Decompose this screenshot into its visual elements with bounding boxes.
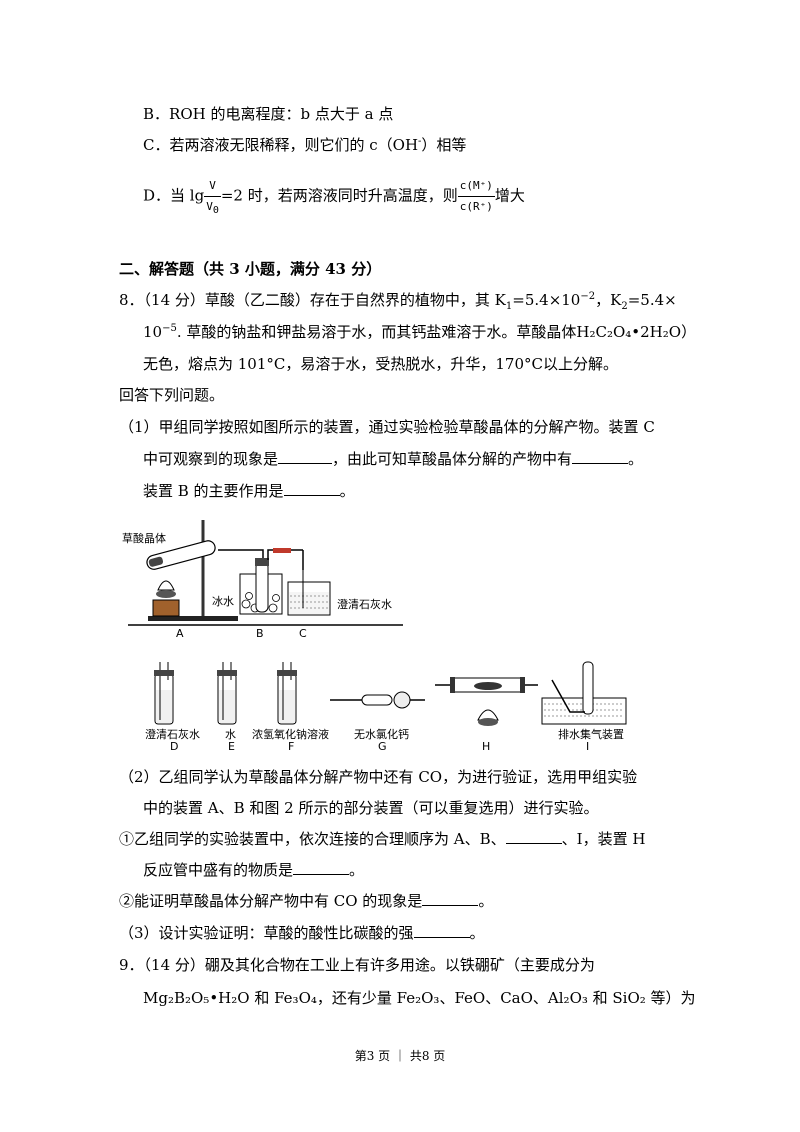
q8-line-3: 无色，熔点为 101°C，易溶于水，受热脱水，升华，170°C以上分解。 [143,355,618,373]
blank-connection-order[interactable] [505,829,562,844]
q8-l1-mid2: ，K [595,291,622,309]
blank-b-role[interactable] [283,481,340,496]
p3-a: （3）设计实验证明：草酸的酸性比碳酸的强 [119,924,414,942]
drying-tube-g [330,691,425,709]
option-c: C．若两溶液无限稀释，则它们的 c（OH-）相等 [143,135,466,155]
gas-collection-i [541,661,627,725]
k2-sub: 2 [621,301,628,312]
label-h: H [482,740,491,753]
q8-l2-mid: . 草酸的钠盐和钾盐易溶于水，而其钙盐难溶于水。草酸晶体 [176,323,577,341]
q8-l1-mid: =5.4×10 [512,291,581,309]
p2a-l1b: 、I，装置 H [561,830,646,848]
q9-line-1: 9．（14 分）硼及其化合物在工业上有许多用途。以铁硼矿（主要成分为 [119,956,595,974]
p2a-l2b: 。 [349,861,365,879]
q8-part2a-line2: 反应管中盛有的物质是 。 [143,860,364,880]
blank-h-substance[interactable] [293,860,350,875]
label-b: B [256,627,264,640]
figure-apparatus-di [154,661,627,726]
option-c-text: C．若两溶液无限稀释，则它们的 c（OH [143,136,419,154]
label-limewater-d: 澄清石灰水 [145,728,200,741]
figure-apparatus-abc [128,520,403,626]
fraction-cm-cr: c(M⁺) c(R⁺) [457,176,495,217]
label-cacl2-g: 无水氯化钙 [354,728,409,741]
q8-line-1: 8．（14 分）草酸（乙二酸）存在于自然界的植物中，其 K1=5.4×10−2，… [119,290,677,312]
option-b: B．ROH 的电离程度：b 点大于 a 点 [143,105,394,123]
frac-den: V0 [204,197,221,217]
bottle-d [154,662,174,725]
q8-part1-line2: 中可观察到的现象是 ，由此可知草酸晶体分解的产物中有 。 [143,449,643,469]
label-a: A [176,627,184,640]
label-limewater-c: 澄清石灰水 [337,598,392,611]
label-naoh-f: 浓氢氧化钠溶液 [252,728,329,741]
label-f: F [288,740,295,753]
q9-line-2: Mg₂B₂O₅•H₂O 和 Fe₃O₄，还有少量 Fe₂O₃、FeO、CaO、A… [143,989,696,1007]
q8-part3: （3）设计实验证明：草酸的酸性比碳酸的强 。 [119,923,485,943]
k2-exp: −5 [162,323,177,334]
label-water-e: 水 [225,728,236,741]
option-d-mid: =2 时，若两溶液同时升高温度，则 [220,186,458,205]
option-d-post: 增大 [494,186,525,205]
q8-l2-pre: 10 [143,323,163,341]
label-d: D [170,740,179,753]
p2a-l2a: 反应管中盛有的物质是 [143,861,294,879]
label-c: C [299,627,307,640]
frac2-num: c(M⁺) [457,176,495,197]
bottle-e [217,662,237,725]
q8-part2-line2: 中的装置 A、B 和图 2 所示的部分装置（可以重复选用）进行实验。 [143,799,599,817]
label-g: G [378,740,387,753]
k1-sub: 1 [505,301,513,312]
reaction-tube-h [435,677,538,726]
bottle-f [277,662,297,725]
p1-l3b: 。 [339,482,355,500]
p1-l3a: 装置 B 的主要作用是 [143,482,284,500]
blank-acid-experiment[interactable] [413,923,470,938]
q8-l2-end: ） [681,323,697,341]
p2b-b: 。 [478,892,494,910]
frac-den-v: V [206,200,213,213]
label-oxalic-crystal: 草酸晶体 [122,532,166,545]
q8-line-2: 10−5. 草酸的钠盐和钾盐易溶于水，而其钙盐难溶于水。草酸晶体H₂C₂O₄•2… [143,322,696,342]
q8-part1-line1: （1）甲组同学按照如图所示的装置，通过实验检验草酸晶体的分解产物。装置 C [119,418,655,436]
label-e: E [228,740,235,753]
blank-c-phenomenon[interactable] [278,449,333,464]
label-i: I [586,740,590,753]
option-c-sup: - [418,136,422,147]
label-ice-water: 冰水 [212,595,234,608]
p1-l2b: ，由此可知草酸晶体分解的产物中有 [332,450,573,468]
p2b-a: ②能证明草酸晶体分解产物中有 CO 的现象是 [119,892,423,910]
q8-line-4: 回答下列问题。 [119,386,225,404]
blank-co-evidence[interactable] [422,891,479,906]
blank-product[interactable] [572,449,629,464]
q8-l1-pre: 8．（14 分）草酸（乙二酸）存在于自然界的植物中，其 K [119,291,506,309]
q8-l1-end: =5.4× [627,291,677,309]
q8-part2a-line1: ①乙组同学的实验装置中，依次连接的合理顺序为 A、B、 、I，装置 H [119,829,645,849]
p1-l2c: 。 [628,450,644,468]
k1-exp: −2 [580,291,596,302]
page-footer: 第3 页 ｜ 共8 页 [354,1049,446,1063]
frac-num: V [204,176,221,197]
q8-part2b: ②能证明草酸晶体分解产物中有 CO 的现象是 。 [119,891,493,911]
frac-den-sub: 0 [212,205,219,217]
q8-part2-line1: （2）乙组同学认为草酸晶体分解产物中还有 CO，为进行验证，选用甲组实验 [119,768,638,786]
frac2-den: c(R⁺) [459,200,493,213]
oxalic-formula: H₂C₂O₄•2H₂O [576,323,682,341]
option-d-pre: D．当 lg [143,186,205,205]
p1-l2a: 中可观察到的现象是 [143,450,279,468]
option-c-end: ）相等 [421,136,467,154]
q8-part1-line3: 装置 B 的主要作用是 。 [143,481,355,501]
p3-b: 。 [469,924,485,942]
section-title: 二、解答题（共 3 小题，满分 43 分） [119,260,382,278]
label-gas-collect-i: 排水集气装置 [558,728,624,741]
p2a-l1a: ①乙组同学的实验装置中，依次连接的合理顺序为 A、B、 [119,830,506,848]
